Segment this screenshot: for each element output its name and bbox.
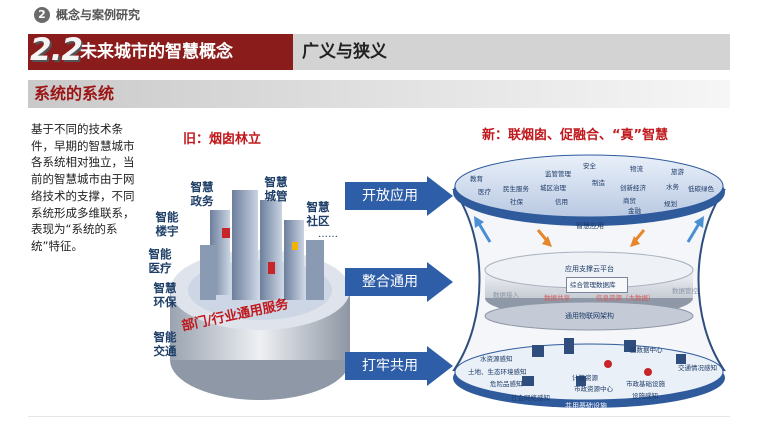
arrow-shared-base	[345, 346, 453, 386]
app-item-livelihood: 民生服务	[503, 185, 529, 193]
arrow-open-apps	[345, 176, 453, 216]
app-item-logistics: 物流	[630, 165, 643, 173]
data-access-label: 数据接入	[493, 291, 519, 299]
silo-label-building: 智能楼宇	[155, 210, 179, 238]
integrated-city-diagram	[452, 154, 726, 408]
data-control-label: 数据管控	[672, 287, 698, 295]
infra-item-water: 水资源感知	[480, 355, 513, 363]
silo-label-cityadmin: 智慧城管	[264, 175, 288, 203]
infra-item-facility-sensing: 设施感知	[632, 392, 658, 400]
silo-label-medical: 智能医疗	[148, 247, 172, 275]
app-item-social-security: 社保	[510, 198, 523, 206]
chapter-number: 2.2	[30, 32, 83, 68]
body-paragraph: 基于不同的技术条件，早期的智慧城市各系统相对独立，当前的智慧城市由于网络技术的支…	[31, 122, 135, 253]
app-item-manufacturing: 制造	[592, 179, 605, 187]
infra-item-compute: 计算资源	[572, 374, 598, 382]
section-number-badge: 2	[34, 7, 50, 23]
silo-label-environment: 智慧环保	[153, 281, 177, 309]
footer-divider	[28, 416, 730, 417]
infra-item-district-dc: 区数据中心	[630, 346, 663, 354]
arrow-label-integrate: 整合通用	[362, 274, 418, 290]
infra-item-municipal-facilities: 市政基础设施	[626, 380, 665, 388]
app-item-tourism: 旅游	[671, 168, 684, 176]
smart-apps-label: 智慧应用	[576, 222, 604, 230]
arrow-label-shared-base: 打牢共用	[362, 358, 418, 374]
chapter-subtitle-bar	[293, 34, 730, 70]
app-item-supervision: 监管管理	[545, 170, 571, 178]
chapter-subtitle: 广义与狭义	[302, 42, 387, 62]
app-item-district-governance: 城区治理	[540, 184, 566, 192]
infra-item-traffic: 交通情况感知	[678, 364, 717, 372]
shared-infra-label: 共用基础设施	[565, 402, 607, 410]
infra-item-land: 土地、生态环境感知	[468, 368, 527, 376]
app-item-education: 教育	[470, 175, 483, 183]
chapter-title-bar	[28, 34, 293, 70]
app-item-water: 水务	[666, 183, 679, 191]
app-item-innovation-economy: 创新经济	[620, 184, 646, 192]
cloud-platform-label: 应用支撑云平台	[565, 265, 614, 273]
section-heading-bar	[28, 80, 730, 108]
silo-label-community: 智慧社区	[306, 200, 330, 228]
section-title: 概念与案例研究	[56, 8, 141, 22]
old-model-caption: 旧：烟囱林立	[183, 132, 262, 147]
app-item-trade: 商贸	[623, 197, 636, 205]
iot-architecture-label: 通用物联网架构	[565, 312, 614, 320]
infra-item-social-network: 社会网络感知	[511, 394, 550, 402]
app-item-finance: 金融	[628, 207, 641, 215]
app-item-planning: 规划	[664, 200, 677, 208]
infra-item-hazard: 危险品感知	[490, 380, 523, 388]
arrow-label-open-apps: 开放应用	[362, 188, 418, 204]
silo-city-illustration	[170, 190, 350, 400]
chapter-title: 未来城市的智慧概念	[80, 42, 233, 62]
infra-item-municipal-center: 市政资源中心	[574, 385, 613, 393]
new-model-caption: 新：联烟囱、促融合、“真”智慧	[482, 128, 669, 143]
app-item-credit: 信用	[555, 198, 568, 206]
info-resources-label: 信息资源（大数据）	[596, 294, 655, 302]
silo-label-traffic: 智能交通	[153, 330, 177, 358]
arrow-integrate	[345, 262, 453, 302]
core-database-box	[566, 277, 628, 293]
core-database-label: 综合管理数据库	[570, 281, 616, 289]
data-sharing-label: 数据共享	[544, 294, 570, 302]
silo-label-gov: 智慧政务	[190, 180, 214, 208]
app-item-medical: 医疗	[478, 188, 491, 196]
section-heading: 系统的系统	[34, 84, 115, 103]
app-item-low-carbon: 低碳绿色	[688, 185, 714, 193]
app-item-security: 安全	[583, 162, 596, 170]
silo-label-ellipsis: ……	[318, 229, 338, 240]
